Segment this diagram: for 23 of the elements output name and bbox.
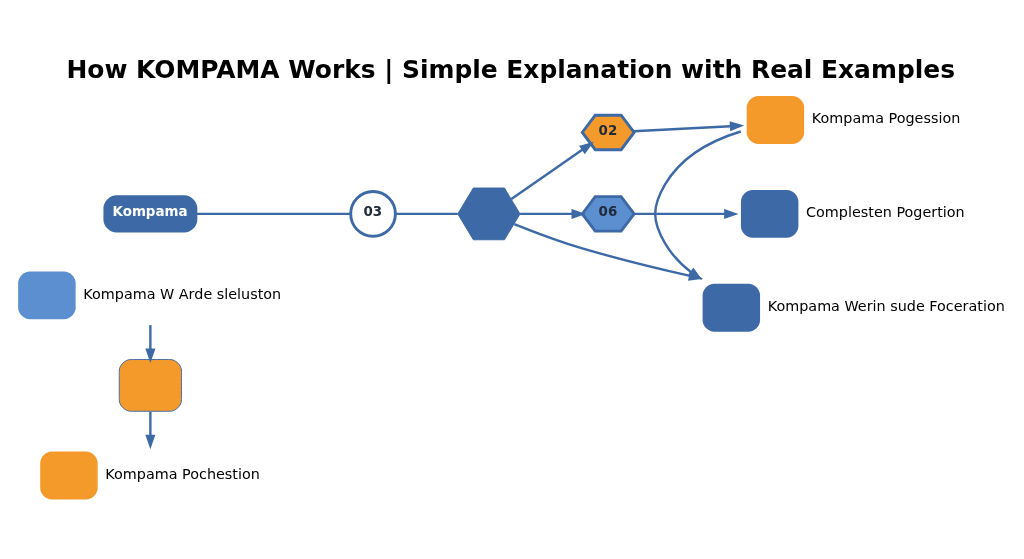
- node-box: [118, 358, 182, 412]
- node-label: Complesten Pogertion: [806, 203, 965, 220]
- connector: [395, 212, 458, 215]
- arrow: [520, 208, 586, 219]
- arrow: [634, 208, 739, 219]
- node-hexagon: [457, 187, 521, 240]
- node-label: Kompama Pochestion: [105, 465, 260, 482]
- node-label: Kompama Pogession: [811, 109, 961, 126]
- arrow: [145, 324, 156, 363]
- connector: [196, 212, 351, 215]
- node-label: Kompama Werin sude Foceration: [767, 297, 1005, 314]
- arrow: [510, 141, 594, 200]
- node-box: [702, 283, 761, 332]
- diagram-title: How KOMPAMA Works | Simple Explanation with Real Examples: [66, 54, 955, 84]
- node-box: Kompama: [103, 194, 198, 233]
- node-circle: 03: [349, 189, 397, 238]
- node-box: [746, 95, 805, 144]
- node-box: [40, 451, 98, 499]
- node-box: [740, 189, 799, 238]
- node-box: [18, 270, 76, 319]
- arrow: [633, 120, 745, 132]
- node-label: Kompama W Arde sleluston: [83, 285, 282, 302]
- arrow: [145, 411, 156, 449]
